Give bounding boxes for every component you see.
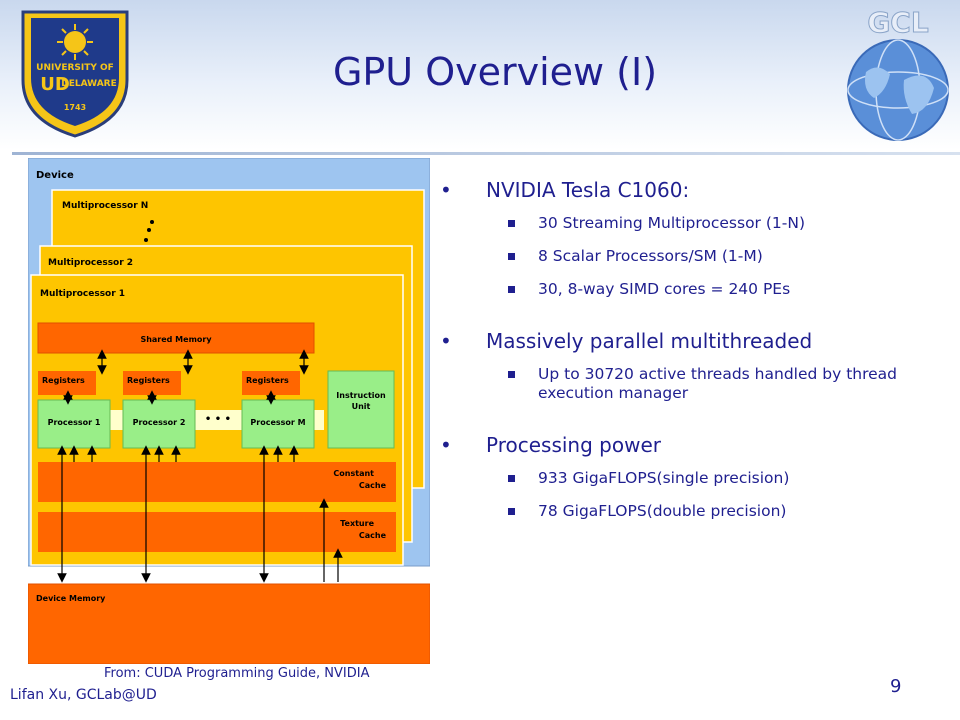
device-memory-label: Device Memory bbox=[36, 594, 106, 603]
constant-cache-label-1: Constant bbox=[333, 469, 374, 478]
processor-1-box bbox=[37, 399, 111, 449]
logo-monogram: UD bbox=[40, 74, 70, 95]
logo-text-top: UNIVERSITY OF bbox=[36, 63, 114, 73]
slide-title: GPU Overview (I) bbox=[332, 50, 658, 94]
sub-bullet: 933 GigaFLOPS(single precision) bbox=[440, 469, 940, 488]
sub-bullet: Up to 30720 active threads handled by th… bbox=[440, 365, 940, 403]
device-memory-box bbox=[28, 583, 430, 664]
instruction-unit-label-2: Unit bbox=[352, 402, 371, 411]
square-bullet-icon bbox=[508, 253, 515, 260]
multiprocessor-2-label: Multiprocessor 2 bbox=[48, 258, 133, 268]
instruction-unit-label-1: Instruction bbox=[336, 391, 386, 400]
registers-1-label: Registers bbox=[42, 376, 85, 385]
bullet-parallel: •Massively parallel multithreaded bbox=[440, 329, 813, 353]
university-of-delaware-logo: UNIVERSITY OF UD DELAWARE 1743 bbox=[21, 10, 129, 138]
shared-memory-label: Shared Memory bbox=[140, 335, 212, 344]
multiprocessor-n-label: Multiprocessor N bbox=[62, 201, 148, 211]
square-bullet-icon bbox=[508, 371, 515, 378]
bullet-group-tesla: •NVIDIA Tesla C1060: 30 Streaming Multip… bbox=[440, 176, 940, 299]
bullet-group-power: •Processing power 933 GigaFLOPS(single p… bbox=[440, 431, 940, 521]
processor-m-box bbox=[241, 399, 315, 449]
figure-caption: From: CUDA Programming Guide, NVIDIA bbox=[104, 666, 370, 681]
bullet-power: •Processing power bbox=[440, 433, 661, 457]
square-bullet-icon bbox=[508, 508, 515, 515]
constant-cache-box bbox=[38, 462, 396, 502]
sub-bullet: 30, 8-way SIMD cores = 240 PEs bbox=[440, 280, 940, 299]
processor-2-box bbox=[122, 399, 196, 449]
gcl-globe-logo: GCL bbox=[847, 6, 949, 141]
page-number: 9 bbox=[890, 676, 902, 697]
bullet-tesla: •NVIDIA Tesla C1060: bbox=[440, 178, 690, 202]
processor-2-label: Processor 2 bbox=[133, 418, 186, 427]
texture-cache-label-1: Texture bbox=[340, 519, 374, 528]
processor-m-label: Processor M bbox=[250, 418, 305, 427]
gpu-architecture-diagram: Device Multiprocessor N Multiprocessor 2… bbox=[28, 158, 430, 664]
header-band bbox=[0, 0, 960, 150]
multiprocessor-1-label: Multiprocessor 1 bbox=[40, 289, 125, 299]
header-divider bbox=[12, 152, 960, 155]
logo-year: 1743 bbox=[64, 103, 86, 112]
shared-memory-box bbox=[37, 322, 315, 354]
logo-text-mid: DELAWARE bbox=[61, 79, 116, 89]
square-bullet-icon bbox=[508, 220, 515, 227]
bullet-list: •NVIDIA Tesla C1060: 30 Streaming Multip… bbox=[440, 176, 940, 549]
device-label: Device bbox=[36, 170, 74, 181]
texture-cache-box bbox=[38, 512, 396, 552]
registers-m-label: Registers bbox=[246, 376, 289, 385]
bullet-group-parallel: •Massively parallel multithreaded Up to … bbox=[440, 327, 940, 403]
sun-icon bbox=[64, 31, 86, 53]
instruction-unit-box bbox=[327, 370, 395, 449]
registers-2-label: Registers bbox=[127, 376, 170, 385]
diagram-arrows bbox=[57, 349, 343, 583]
constant-cache-label-2: Cache bbox=[359, 481, 387, 490]
sub-bullet: 8 Scalar Processors/SM (1-M) bbox=[440, 247, 940, 266]
sub-bullet: 78 GigaFLOPS(double precision) bbox=[440, 502, 940, 521]
sub-bullet: 30 Streaming Multiprocessor (1-N) bbox=[440, 214, 940, 233]
processor-1-label: Processor 1 bbox=[48, 418, 101, 427]
processor-ellipsis: • • • bbox=[205, 414, 231, 425]
square-bullet-icon bbox=[508, 286, 515, 293]
gcl-logo-text: GCL bbox=[867, 6, 929, 39]
square-bullet-icon bbox=[508, 475, 515, 482]
texture-cache-label-2: Cache bbox=[359, 531, 387, 540]
footer-author: Lifan Xu, GCLab@UD bbox=[10, 687, 157, 703]
